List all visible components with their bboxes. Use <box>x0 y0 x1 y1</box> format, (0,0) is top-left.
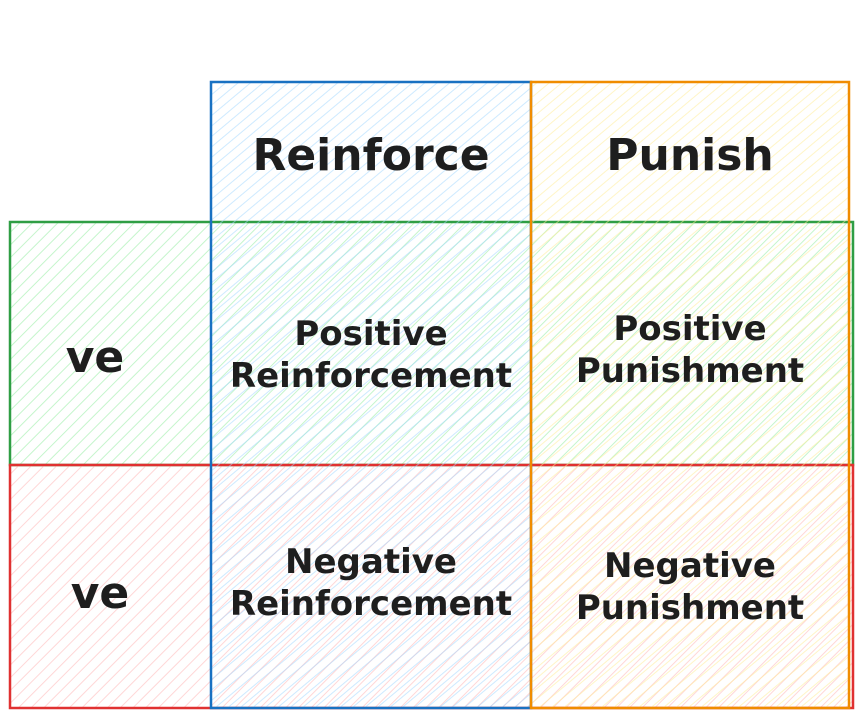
row-header-negative: ve <box>70 567 130 619</box>
cell-negative-punishment: Negative Punishment <box>575 545 805 629</box>
cell-negative-reinforcement: Negative Reinforcement <box>229 541 513 625</box>
cell-positive-reinforcement: Positive Reinforcement <box>229 313 513 397</box>
column-header-reinforce: Reinforce <box>252 129 490 181</box>
row-header-positive: ve <box>65 331 125 383</box>
column-punish-band <box>529 80 851 710</box>
column-header-punish: Punish <box>606 129 774 181</box>
cell-positive-punishment: Positive Punishment <box>575 308 805 392</box>
column-reinforce-band <box>209 80 533 710</box>
